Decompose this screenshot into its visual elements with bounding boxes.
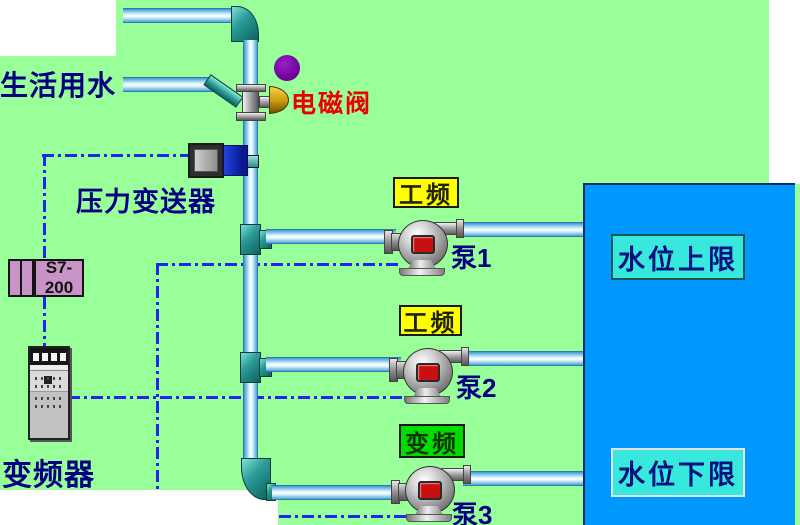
plc-model-label: S7-200	[44, 258, 74, 297]
control-line-to-pump3	[279, 515, 415, 518]
control-line-to-plc	[43, 154, 46, 261]
inverter-label: 变频器	[2, 459, 95, 492]
pump1-label: 泵1	[451, 243, 492, 273]
cabinet-lamps	[30, 348, 68, 365]
inverter-cabinet-icon[interactable]	[28, 346, 70, 440]
pump3-run-indicator	[418, 481, 442, 500]
pipe-elbow-top	[231, 6, 259, 42]
domestic-water-label: 生活用水	[0, 70, 117, 101]
pump3-icon[interactable]	[389, 462, 471, 522]
control-line-transmitter	[42, 154, 190, 157]
pipe-suction-pump3	[272, 485, 403, 500]
control-line-plc-to-inverter	[43, 297, 46, 347]
cabinet-door	[30, 392, 68, 438]
pipe-tee-1	[240, 224, 261, 255]
background-cutout-top-left	[0, 0, 116, 56]
plc-s7-200: S7-200	[8, 258, 84, 297]
valve-cone	[269, 86, 289, 114]
control-line-inverter-to-pump2	[68, 396, 406, 399]
pipe-discharge-pump1	[456, 222, 583, 237]
pipe-suction-pump1	[266, 229, 396, 244]
pipe-top-feed	[123, 8, 235, 23]
control-line-to-pump1	[156, 263, 402, 266]
pump3-label: 泵3	[452, 500, 493, 525]
pump2-icon[interactable]	[387, 344, 469, 404]
control-line-trunk	[156, 263, 159, 490]
water-level-upper-limit-badge: 水位上限	[611, 234, 745, 280]
pipe-suction-pump2	[266, 357, 401, 372]
background-cutout-top-right	[769, 0, 800, 184]
pipe-discharge-pump2	[461, 351, 583, 366]
pipe-discharge-pump3	[463, 471, 583, 486]
pump2-label: 泵2	[456, 373, 497, 403]
background-cutout-bottom-left	[0, 490, 278, 525]
solenoid-valve-label: 电磁阀	[291, 90, 373, 118]
pump2-mode-badge[interactable]: 工频	[399, 305, 462, 337]
pump1-icon[interactable]	[382, 216, 464, 276]
plc-rack-lines	[10, 261, 36, 295]
cabinet-display-panel	[30, 371, 68, 392]
status-dot-icon	[274, 55, 300, 81]
pump3-mode-badge[interactable]: 变频	[399, 424, 465, 458]
pressure-transmitter-label: 压力变送器	[76, 187, 216, 217]
pipe-tee-2	[240, 352, 261, 383]
pipe-domestic-water	[123, 77, 215, 92]
pump1-run-indicator	[411, 235, 435, 254]
water-level-lower-limit-badge: 水位下限	[611, 448, 745, 497]
pump1-mode-badge[interactable]: 工频	[393, 177, 459, 209]
water-tank: 水位上限 水位下限	[583, 183, 795, 525]
pump2-run-indicator	[416, 363, 440, 382]
